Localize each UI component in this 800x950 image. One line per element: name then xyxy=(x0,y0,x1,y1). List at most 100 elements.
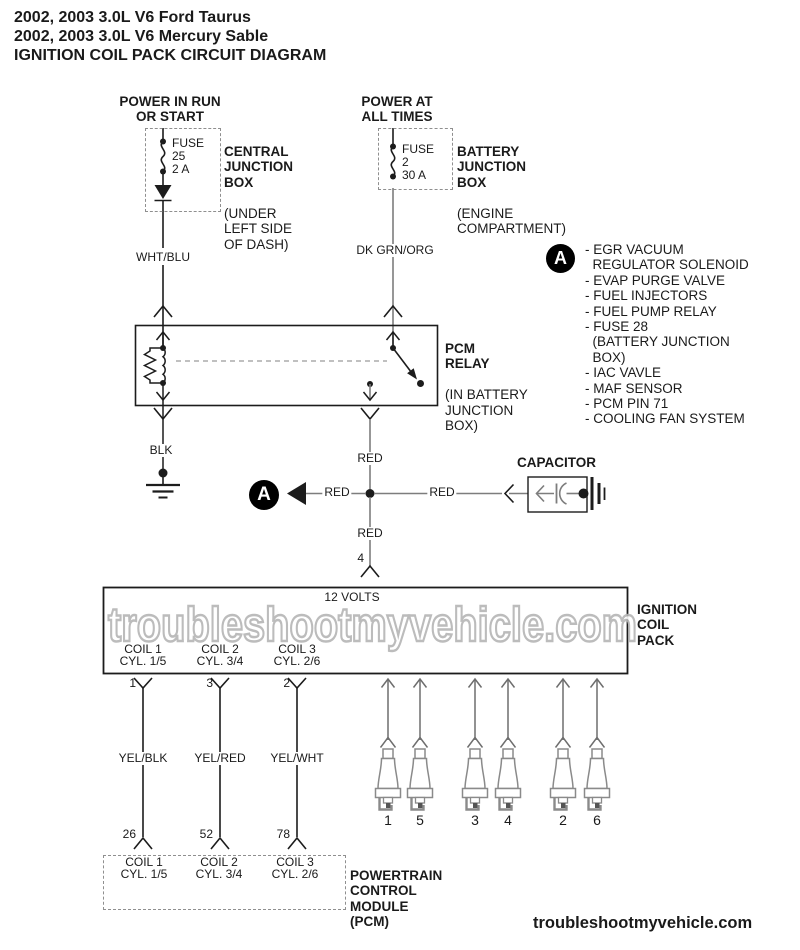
connector-chevron xyxy=(360,407,380,421)
relay-coil-symbol xyxy=(142,330,171,470)
spark-plug-number: 4 xyxy=(504,812,512,828)
legend-item: - IAC VAVLE xyxy=(585,365,662,381)
legend-item: - FUEL PUMP RELAY xyxy=(585,303,717,319)
coil-pack-pin-3: 3 xyxy=(206,676,213,690)
pcm-pin-78: 78 xyxy=(276,827,290,841)
pcm-relay-box xyxy=(134,324,439,407)
ignition-coil-pack-box xyxy=(102,586,629,675)
wire-label-dk-grn-org: DK GRN/ORG xyxy=(354,243,436,257)
fuse-symbol-left xyxy=(160,138,166,185)
capacitor-label: CAPACITOR xyxy=(517,455,597,470)
coil-cylinders: CYL. 2/6 xyxy=(273,653,321,668)
circuit-a-badge: A xyxy=(249,480,279,510)
coil-cylinders: CYL. 3/4 xyxy=(196,653,244,668)
fuse-name: FUSE xyxy=(402,142,435,156)
power-left-header: POWER IN RUN OR START xyxy=(119,94,221,124)
coil-name: COIL 3 xyxy=(278,642,316,656)
fuse-25-label: FUSE 25 2 A xyxy=(172,137,204,176)
connector-chevron xyxy=(383,304,403,318)
fuse-name: FUSE xyxy=(172,136,205,150)
battery-junction-box-label: BATTERY JUNCTION BOX (ENGINE COMPARTMENT… xyxy=(457,128,566,252)
page-title-vehicle-1: 2002, 2003 3.0L V6 Ford Taurus xyxy=(14,9,251,26)
spark-plug-number: 1 xyxy=(384,812,392,828)
spark-plug-number: 6 xyxy=(593,812,601,828)
box-name: BATTERY JUNCTION BOX xyxy=(457,143,527,190)
coil-pack-coil-3: COIL 3 CYL. 2/6 xyxy=(257,642,337,668)
wire-label-yel-red: YEL/RED xyxy=(192,751,248,765)
coil-cylinders: CYL. 1/5 xyxy=(120,866,168,881)
wire-label-yel-blk: YEL/BLK xyxy=(116,751,170,765)
watermark-footer: troubleshootmyvehicle.com xyxy=(533,914,753,932)
coil-cylinders: CYL. 2/6 xyxy=(271,866,319,881)
spark-plug xyxy=(494,677,522,811)
pcm-coil-2: COIL 2 CYL. 3/4 xyxy=(179,855,259,881)
watermark-diagram: troubleshootmyvehicle.com xyxy=(107,598,638,654)
pcm-name: POWERTRAIN CONTROL MODULE (PCM) xyxy=(350,867,443,930)
wire-label-red-bottom: RED xyxy=(355,526,385,540)
wire-label-wht-blu: WHT/BLU xyxy=(134,250,192,264)
connector-chevron xyxy=(360,564,380,578)
coil-pack-supply-label: 12 VOLTS xyxy=(324,590,380,604)
coil-cylinders: CYL. 3/4 xyxy=(195,866,243,881)
coil-pack-pin-2: 2 xyxy=(283,676,290,690)
relay-note: (IN BATTERY JUNCTION BOX) xyxy=(445,387,528,433)
coil-name: COIL 1 xyxy=(125,855,163,869)
connector-chevron xyxy=(153,304,173,318)
relay-switch-symbol xyxy=(362,330,424,402)
central-junction-box-label: CENTRAL JUNCTION BOX (UNDER LEFT SIDE OF… xyxy=(224,128,293,268)
pcm-pin-52: 52 xyxy=(199,827,213,841)
ignition-coil-pack-label: IGNITION COIL PACK xyxy=(637,586,697,664)
circuit-a-legend-badge: A xyxy=(546,244,575,273)
coil-name: COIL 2 xyxy=(200,855,238,869)
spark-plug xyxy=(374,677,402,811)
box-note: (UNDER LEFT SIDE OF DASH) xyxy=(224,205,293,252)
box-name: CENTRAL JUNCTION BOX xyxy=(224,143,294,190)
pcm-coil-1: COIL 1 CYL. 1/5 xyxy=(104,855,184,881)
wire-label-red-right: RED xyxy=(427,485,457,499)
legend-item: - FUEL INJECTORS xyxy=(585,288,708,304)
legend-item: - FUSE 28 (BATTERY JUNCTION BOX) xyxy=(585,319,730,365)
capacitor-ground-symbol xyxy=(590,477,606,510)
relay-name: PCM RELAY xyxy=(445,340,490,372)
coil-pack-name: IGNITION COIL PACK xyxy=(637,601,697,648)
spark-plug xyxy=(406,677,434,811)
coil-pack-pin-4: 4 xyxy=(357,551,364,565)
spark-plug xyxy=(583,677,611,811)
legend-item: - EVAP PURGE VALVE xyxy=(585,272,726,288)
wire-label-red-left: RED xyxy=(322,485,352,499)
ground-symbol xyxy=(146,468,180,499)
coil-pack-coil-1: COIL 1 CYL. 1/5 xyxy=(103,642,183,668)
fuse-rating: 30 A xyxy=(402,168,427,182)
fuse-symbol-right xyxy=(390,143,396,180)
pcm-label: POWERTRAIN CONTROL MODULE (PCM) xyxy=(350,852,442,945)
pcm-pin-26: 26 xyxy=(122,827,136,841)
wire-label-yel-wht: YEL/WHT xyxy=(268,751,326,765)
fuse-2-label: FUSE 2 30 A xyxy=(402,143,434,182)
connector-chevron xyxy=(503,483,515,504)
spark-plug xyxy=(461,677,489,811)
fuse-rating: 2 A xyxy=(172,162,190,176)
power-right-header: POWER AT ALL TIMES xyxy=(361,94,433,124)
circuit-a-legend: - EGR VACUUM REGULATOR SOLENOID - EVAP P… xyxy=(585,242,749,427)
pcm-box xyxy=(103,855,346,910)
coil-pack-coil-2: COIL 2 CYL. 3/4 xyxy=(180,643,260,668)
capacitor-symbol xyxy=(527,476,589,513)
fuse-number: 25 xyxy=(172,149,186,163)
fuse-number: 2 xyxy=(402,155,409,169)
pcm-relay-label: PCM RELAY (IN BATTERY JUNCTION BOX) xyxy=(445,325,528,449)
page-title-diagram: IGNITION COIL PACK CIRCUIT DIAGRAM xyxy=(14,47,327,64)
legend-item: - MAF SENSOR xyxy=(585,380,683,396)
page-title-vehicle-2: 2002, 2003 3.0L V6 Mercury Sable xyxy=(14,28,269,45)
battery-junction-box xyxy=(378,128,453,190)
coil-pack-pin-1: 1 xyxy=(129,676,136,690)
spark-plug xyxy=(549,677,577,811)
diode-symbol xyxy=(154,185,172,202)
coil-cylinders: CYL. 1/5 xyxy=(119,653,167,668)
coil-name: COIL 1 xyxy=(124,642,162,656)
legend-item: - COOLING FAN SYSTEM xyxy=(585,411,745,427)
legend-item: - EGR VACUUM REGULATOR SOLENOID xyxy=(585,242,749,273)
wire-label-red-top: RED xyxy=(355,451,385,465)
spark-plug-number: 5 xyxy=(416,812,424,828)
central-junction-box xyxy=(145,128,221,212)
